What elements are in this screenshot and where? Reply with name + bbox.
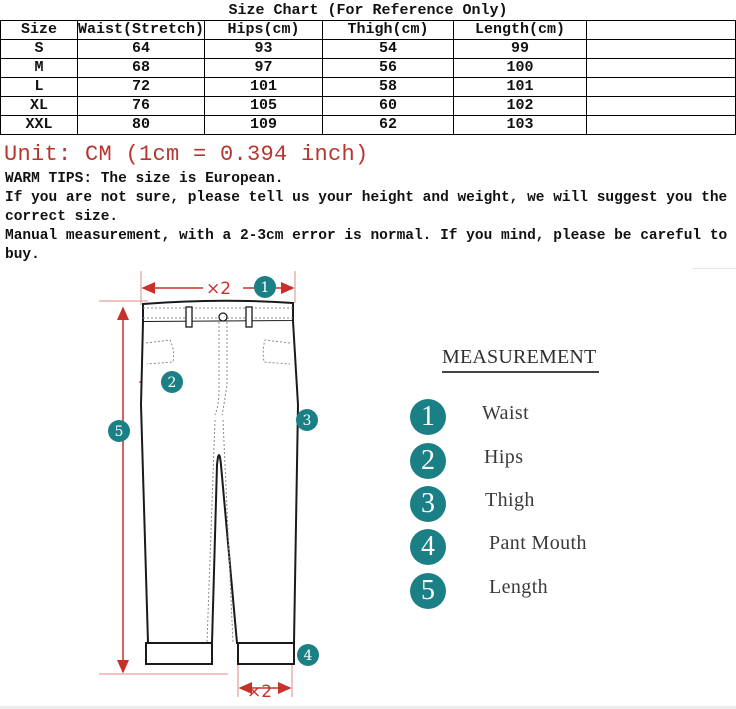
legend-title: MEASUREMENT xyxy=(442,346,600,373)
badge-1-icon xyxy=(254,276,276,298)
table-row: L 72 101 58 101 xyxy=(0,77,736,97)
cell-size: XXL xyxy=(0,115,78,135)
legend-item-length: 5 Length xyxy=(410,573,650,613)
cell-length: 99 xyxy=(452,39,587,59)
warm-tips-text: WARM TIPS: The size is European. xyxy=(5,171,284,187)
cell-empty xyxy=(585,77,736,97)
stitching xyxy=(143,307,293,644)
cell-thigh: 60 xyxy=(322,96,454,116)
cell-thigh: 62 xyxy=(322,115,454,135)
cell-size: L xyxy=(0,77,78,97)
diagram-badges: 1 2 3 4 5 xyxy=(108,276,319,666)
legend-item-hips: 2 Hips xyxy=(410,443,650,483)
legend-label: Thigh xyxy=(485,489,535,511)
bottom-border xyxy=(0,706,736,709)
cell-waist: 72 xyxy=(76,77,206,97)
belt-loops xyxy=(185,306,253,328)
cell-hips: 105 xyxy=(204,96,323,116)
number-badge-icon: 1 xyxy=(410,399,446,435)
cell-hips: 101 xyxy=(204,77,323,97)
cell-empty xyxy=(585,58,736,78)
svg-text:×2: ×2 xyxy=(247,682,272,702)
table-row: M 68 97 56 100 xyxy=(0,58,736,78)
cell-hips: 93 xyxy=(204,39,323,59)
column-header-empty xyxy=(585,20,736,40)
number-badge-icon: 2 xyxy=(410,443,446,479)
svg-text:×2: ×2 xyxy=(206,279,231,299)
legend-label: Pant Mouth xyxy=(489,532,587,554)
tips-block: WARM TIPS: The size is European. If you … xyxy=(5,170,731,265)
pants-outline xyxy=(139,299,300,665)
pants-diagram: ×2 ×2 ×2 ×2 1 2 3 xyxy=(99,271,319,702)
cell-hips: 109 xyxy=(204,115,323,135)
svg-text:3: 3 xyxy=(303,413,312,429)
column-header-hips: Hips(cm) xyxy=(204,20,323,40)
cell-empty xyxy=(585,96,736,116)
svg-text:5: 5 xyxy=(115,424,124,440)
cell-waist: 68 xyxy=(76,58,206,78)
legend-item-thigh: 3 Thigh xyxy=(410,486,650,526)
cell-empty xyxy=(585,39,736,59)
column-header-waist: Waist(Stretch) xyxy=(76,20,206,40)
table-header-row: Size Waist(Stretch) Hips(cm) Thigh(cm) L… xyxy=(0,20,736,40)
cell-length: 103 xyxy=(452,115,587,135)
legend-label: Waist xyxy=(482,402,530,424)
size-chart-table: Size Waist(Stretch) Hips(cm) Thigh(cm) L… xyxy=(0,20,736,135)
cell-thigh: 58 xyxy=(322,77,454,97)
measurement-error-text: Manual measurement, with a 2-3cm error i… xyxy=(5,228,728,263)
legend-label: Hips xyxy=(484,446,524,468)
cell-waist: 80 xyxy=(76,115,206,135)
table-row: S 64 93 54 99 xyxy=(0,39,736,59)
badge-4-icon xyxy=(297,644,319,666)
cell-empty xyxy=(585,115,736,135)
legend-label: Length xyxy=(489,576,549,598)
divider xyxy=(692,268,736,269)
number-badge-icon: 5 xyxy=(410,573,446,609)
badge-3-icon xyxy=(296,409,318,431)
cell-size: S xyxy=(0,39,78,59)
cell-thigh: 54 xyxy=(322,39,454,59)
svg-text:2: 2 xyxy=(168,375,177,391)
number-badge-icon: 3 xyxy=(410,486,446,522)
column-header-size: Size xyxy=(0,20,78,40)
svg-text:4: 4 xyxy=(304,648,313,664)
legend-item-pant-mouth: 4 Pant Mouth xyxy=(410,529,650,569)
legend-item-waist: 1 Waist xyxy=(410,399,650,439)
size-chart-title: Size Chart (For Reference Only) xyxy=(228,2,508,19)
badge-5-icon xyxy=(108,420,130,442)
table-row: XL 76 105 60 102 xyxy=(0,96,736,116)
cell-hips: 97 xyxy=(204,58,323,78)
cell-waist: 64 xyxy=(76,39,206,59)
button-icon xyxy=(218,312,228,322)
table-row: XXL 80 109 62 103 xyxy=(0,115,736,135)
cell-thigh: 56 xyxy=(322,58,454,78)
unit-note: Unit: CM (1cm = 0.394 inch) xyxy=(4,142,369,167)
cell-length: 102 xyxy=(452,96,587,116)
column-header-length: Length(cm) xyxy=(452,20,587,40)
column-header-thigh: Thigh(cm) xyxy=(322,20,454,40)
size-suggestion-text: If you are not sure, please tell us your… xyxy=(5,190,728,225)
cell-size: M xyxy=(0,58,78,78)
cell-length: 100 xyxy=(452,58,587,78)
badge-2-icon xyxy=(161,371,183,393)
number-badge-icon: 4 xyxy=(410,529,446,565)
cell-length: 101 xyxy=(452,77,587,97)
svg-text:1: 1 xyxy=(261,280,270,296)
cell-size: XL xyxy=(0,96,78,116)
cell-waist: 76 xyxy=(76,96,206,116)
